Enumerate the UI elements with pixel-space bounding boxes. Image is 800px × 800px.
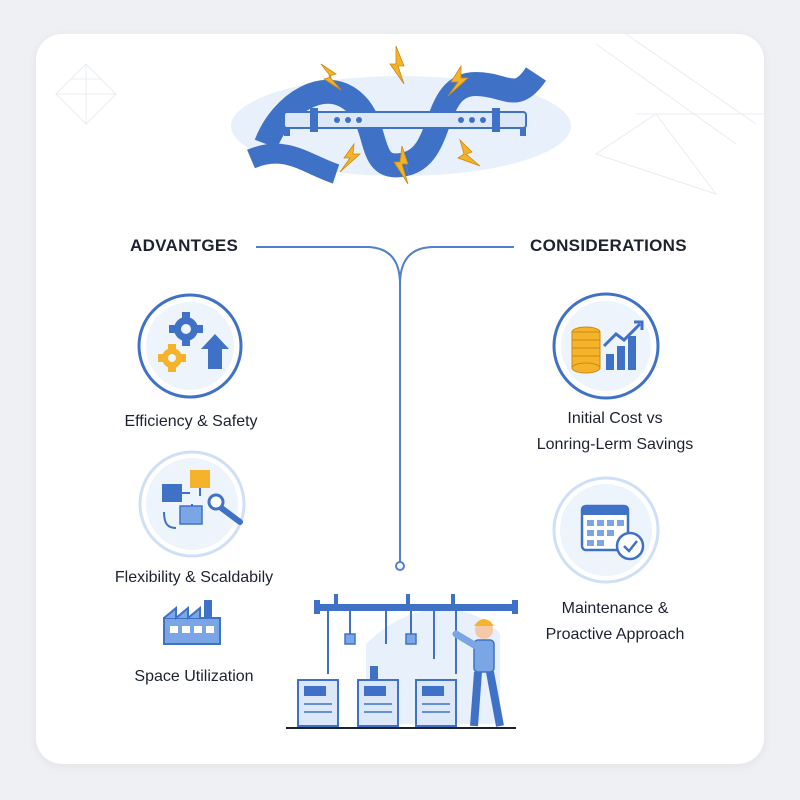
machines-worker-illustration <box>286 594 518 729</box>
factory-icon <box>163 600 221 645</box>
considerations-heading: CONSIDERATIONS <box>530 236 687 255</box>
consideration-maintenance: Maintenance & Proactive Approach <box>520 596 710 648</box>
coins-chart-icon <box>552 292 660 400</box>
gears-arrow-icon <box>137 293 243 399</box>
connector-lines <box>256 246 514 571</box>
consideration-cost: Initial Cost vs Lonring-Lerm Savings <box>520 406 710 458</box>
consideration-maintenance-line2: Proactive Approach <box>545 626 685 643</box>
consideration-cost-line1: Initial Cost vs <box>567 410 663 427</box>
background-pattern <box>54 34 764 195</box>
advantages-heading: ADVANTGES <box>130 236 239 255</box>
modular-blocks-wrench-icon <box>138 450 246 558</box>
advantage-flexibility-label: Flexibility & Scaldabily <box>114 569 274 586</box>
rail-wave-illustration <box>231 45 571 185</box>
consideration-cost-line2: Lonring-Lerm Savings <box>536 436 694 453</box>
advantage-space-label: Space Utilization <box>134 668 254 685</box>
consideration-maintenance-line1: Maintenance & <box>561 600 669 617</box>
advantage-efficiency-label: Efficiency & Safety <box>124 413 258 430</box>
calendar-check-icon <box>552 476 660 584</box>
illustration-layer <box>54 34 764 729</box>
infographic-card: ADVANTGES CONSIDERATIONS Efficiency & Sa… <box>36 34 764 764</box>
